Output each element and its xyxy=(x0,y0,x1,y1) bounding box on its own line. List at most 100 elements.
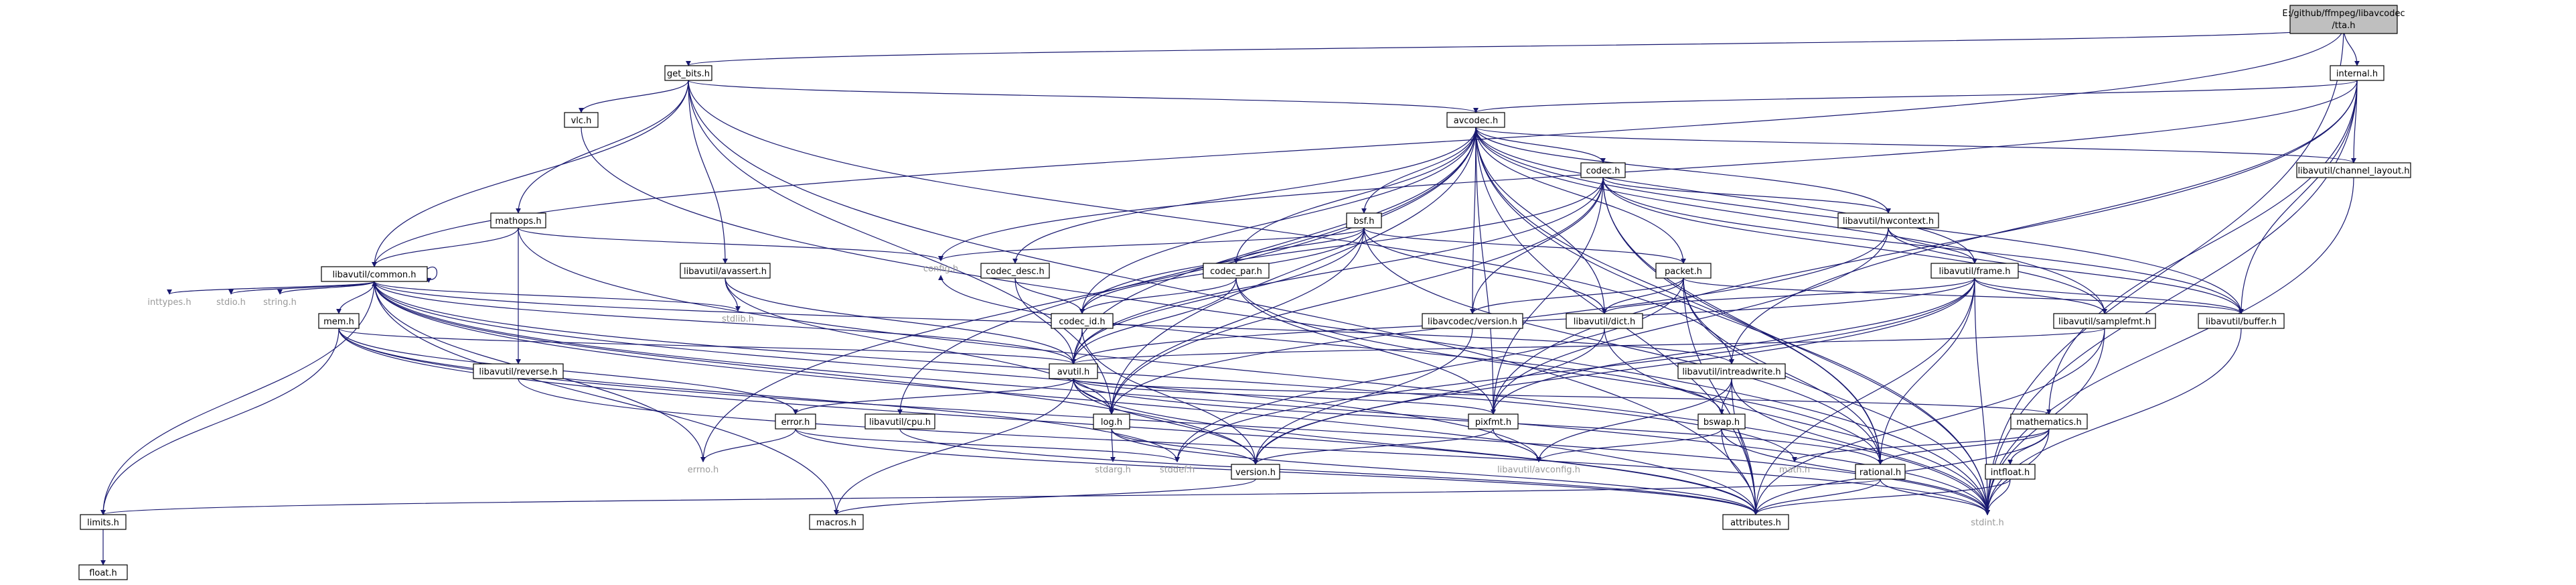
svg-text:rational.h: rational.h xyxy=(1860,468,1901,478)
node-codec-id[interactable]: codec_id.h xyxy=(1051,313,1114,329)
svg-text:libavutil/samplefmt.h: libavutil/samplefmt.h xyxy=(2058,317,2151,327)
edge-codec-to-buffer xyxy=(1602,177,2244,314)
node-vlc[interactable]: vlc.h xyxy=(564,112,599,128)
edge-error-to-stddef xyxy=(795,428,1180,462)
node-mathops[interactable]: mathops.h xyxy=(490,212,546,229)
edge-channel-layout-to-stdint xyxy=(1985,177,2354,515)
edge-codec-to-avutil xyxy=(1071,177,1604,365)
node-log[interactable]: log.h xyxy=(1093,413,1130,430)
edge-buffer-to-stdint xyxy=(1985,328,2242,515)
node-channel-layout[interactable]: libavutil/channel_layout.h xyxy=(2296,162,2411,178)
node-limits[interactable]: limits.h xyxy=(80,514,127,530)
node-inttypes[interactable]: inttypes.h xyxy=(147,298,191,308)
node-rational[interactable]: rational.h xyxy=(1855,464,1906,480)
svg-text:intfloat.h: intfloat.h xyxy=(1991,468,2030,478)
edge-vlc-to-stdint xyxy=(581,127,1990,515)
node-stddef[interactable]: stddef.h xyxy=(1160,465,1195,475)
node-attributes[interactable]: attributes.h xyxy=(1722,514,1789,530)
node-buffer[interactable]: libavutil/buffer.h xyxy=(2198,313,2285,329)
edge-codec-to-hwcontext xyxy=(1602,177,1891,214)
edge-mathematics-to-rational xyxy=(1878,428,2050,465)
node-mathematics[interactable]: mathematics.h xyxy=(2010,413,2088,430)
edge-packet-to-attributes xyxy=(1683,277,1758,515)
svg-text:inttypes.h: inttypes.h xyxy=(147,298,191,308)
edge-version-to-macros xyxy=(834,478,1256,515)
node-pixfmt[interactable]: pixfmt.h xyxy=(1468,413,1519,430)
node-get-bits[interactable]: get_bits.h xyxy=(664,65,712,81)
node-float[interactable]: float.h xyxy=(78,564,128,580)
edge-avassert-to-log xyxy=(725,277,1114,415)
node-intreadwrite[interactable]: libavutil/intreadwrite.h xyxy=(1677,363,1786,379)
edge-avcodec-to-frame xyxy=(1475,127,1977,264)
node-error[interactable]: error.h xyxy=(775,413,816,430)
node-mem[interactable]: mem.h xyxy=(318,313,360,329)
node-errno[interactable]: errno.h xyxy=(688,465,719,475)
node-samplefmt[interactable]: libavutil/samplefmt.h xyxy=(2053,313,2156,329)
edge-reverse-to-stdint xyxy=(518,378,1990,515)
edge-common-to-avconfig xyxy=(374,281,1541,462)
node-root[interactable]: E:/github/ffmpeg/libavcodec /tta.h xyxy=(2282,5,2405,34)
edge-mathops-to-stdint xyxy=(518,227,1990,515)
node-packet[interactable]: packet.h xyxy=(1655,263,1712,279)
edge-frame-to-avutil xyxy=(1071,277,1975,365)
svg-text:avutil.h: avutil.h xyxy=(1057,367,1090,377)
edge-avutil-to-attributes xyxy=(1073,378,1758,515)
node-reverse[interactable]: libavutil/reverse.h xyxy=(473,363,564,379)
node-bsf[interactable]: bsf.h xyxy=(1346,212,1382,229)
edge-bsf-to-dict xyxy=(1363,227,1607,314)
svg-text:stdlib.h: stdlib.h xyxy=(722,314,754,324)
node-avconfig[interactable]: libavutil/avconfig.h xyxy=(1497,465,1580,475)
node-string[interactable]: string.h xyxy=(263,298,297,308)
node-macros[interactable]: macros.h xyxy=(809,514,864,530)
node-frame[interactable]: libavutil/frame.h xyxy=(1930,263,2019,279)
node-internal[interactable]: internal.h xyxy=(2330,65,2384,81)
node-stdio[interactable]: stdio.h xyxy=(216,298,246,308)
edge-bsf-to-codec-par xyxy=(1233,227,1365,264)
edge-codec-to-log xyxy=(1109,177,1604,415)
svg-text:bsf.h: bsf.h xyxy=(1353,216,1374,226)
node-stdlib[interactable]: stdlib.h xyxy=(722,314,754,324)
node-hwcontext[interactable]: libavutil/hwcontext.h xyxy=(1837,212,1939,229)
edge-codec-to-pixfmt xyxy=(1491,177,1604,415)
node-stdarg[interactable]: stdarg.h xyxy=(1095,465,1131,475)
node-avassert[interactable]: libavutil/avassert.h xyxy=(680,263,771,279)
svg-text:libavutil/intreadwrite.h: libavutil/intreadwrite.h xyxy=(1682,367,1781,377)
edge-common-to-attributes xyxy=(374,281,1758,515)
edge-intreadwrite-to-stdint xyxy=(1731,378,1990,515)
node-codec-desc[interactable]: codec_desc.h xyxy=(980,263,1050,279)
edge-dict-to-version xyxy=(1253,328,1605,465)
node-stdint[interactable]: stdint.h xyxy=(1971,518,2003,528)
svg-text:stddef.h: stddef.h xyxy=(1160,465,1195,475)
svg-text:get_bits.h: get_bits.h xyxy=(667,69,710,79)
node-math[interactable]: math.h xyxy=(1779,465,1810,475)
edge-samplefmt-to-avutil xyxy=(1071,328,2105,365)
edge-frame-to-pixfmt xyxy=(1491,277,1975,415)
node-cpu[interactable]: libavutil/cpu.h xyxy=(864,413,935,430)
svg-text:E:/github/ffmpeg/libavcodec: E:/github/ffmpeg/libavcodec xyxy=(2282,9,2405,19)
edge-intfloat-to-stdint xyxy=(1985,478,2011,515)
node-codec-par[interactable]: codec_par.h xyxy=(1203,263,1270,279)
node-dict[interactable]: libavutil/dict.h xyxy=(1566,313,1643,329)
node-codec[interactable]: codec.h xyxy=(1580,162,1626,178)
node-config[interactable]: config.h xyxy=(923,264,958,274)
svg-text:config.h: config.h xyxy=(923,264,958,274)
node-version[interactable]: version.h xyxy=(1231,464,1280,480)
node-common[interactable]: libavutil/common.h xyxy=(321,266,428,282)
node-avutil[interactable]: avutil.h xyxy=(1049,363,1098,379)
edge-codec-desc-to-codec-id xyxy=(1014,277,1085,314)
edge-lavc-version-to-version xyxy=(1253,328,1473,465)
edge-rational-to-limits xyxy=(100,478,1881,515)
node-avcodec[interactable]: avcodec.h xyxy=(1446,112,1505,128)
svg-text:codec.h: codec.h xyxy=(1586,166,1620,176)
edge-packet-to-lavc-version xyxy=(1470,277,1684,314)
svg-text:libavutil/frame.h: libavutil/frame.h xyxy=(1939,267,2011,277)
node-intfloat[interactable]: intfloat.h xyxy=(1985,464,2036,480)
svg-text:mathematics.h: mathematics.h xyxy=(2016,417,2082,428)
node-lavc-version[interactable]: libavcodec/version.h xyxy=(1422,313,1523,329)
edge-avcodec-to-avutil xyxy=(1071,127,1476,365)
node-bswap[interactable]: bswap.h xyxy=(1697,413,1746,430)
svg-text:libavcodec/version.h: libavcodec/version.h xyxy=(1428,317,1517,327)
svg-text:mem.h: mem.h xyxy=(323,317,354,327)
edge-avcodec-to-cpu xyxy=(897,127,1476,415)
edge-mathematics-to-math xyxy=(1792,428,2050,462)
